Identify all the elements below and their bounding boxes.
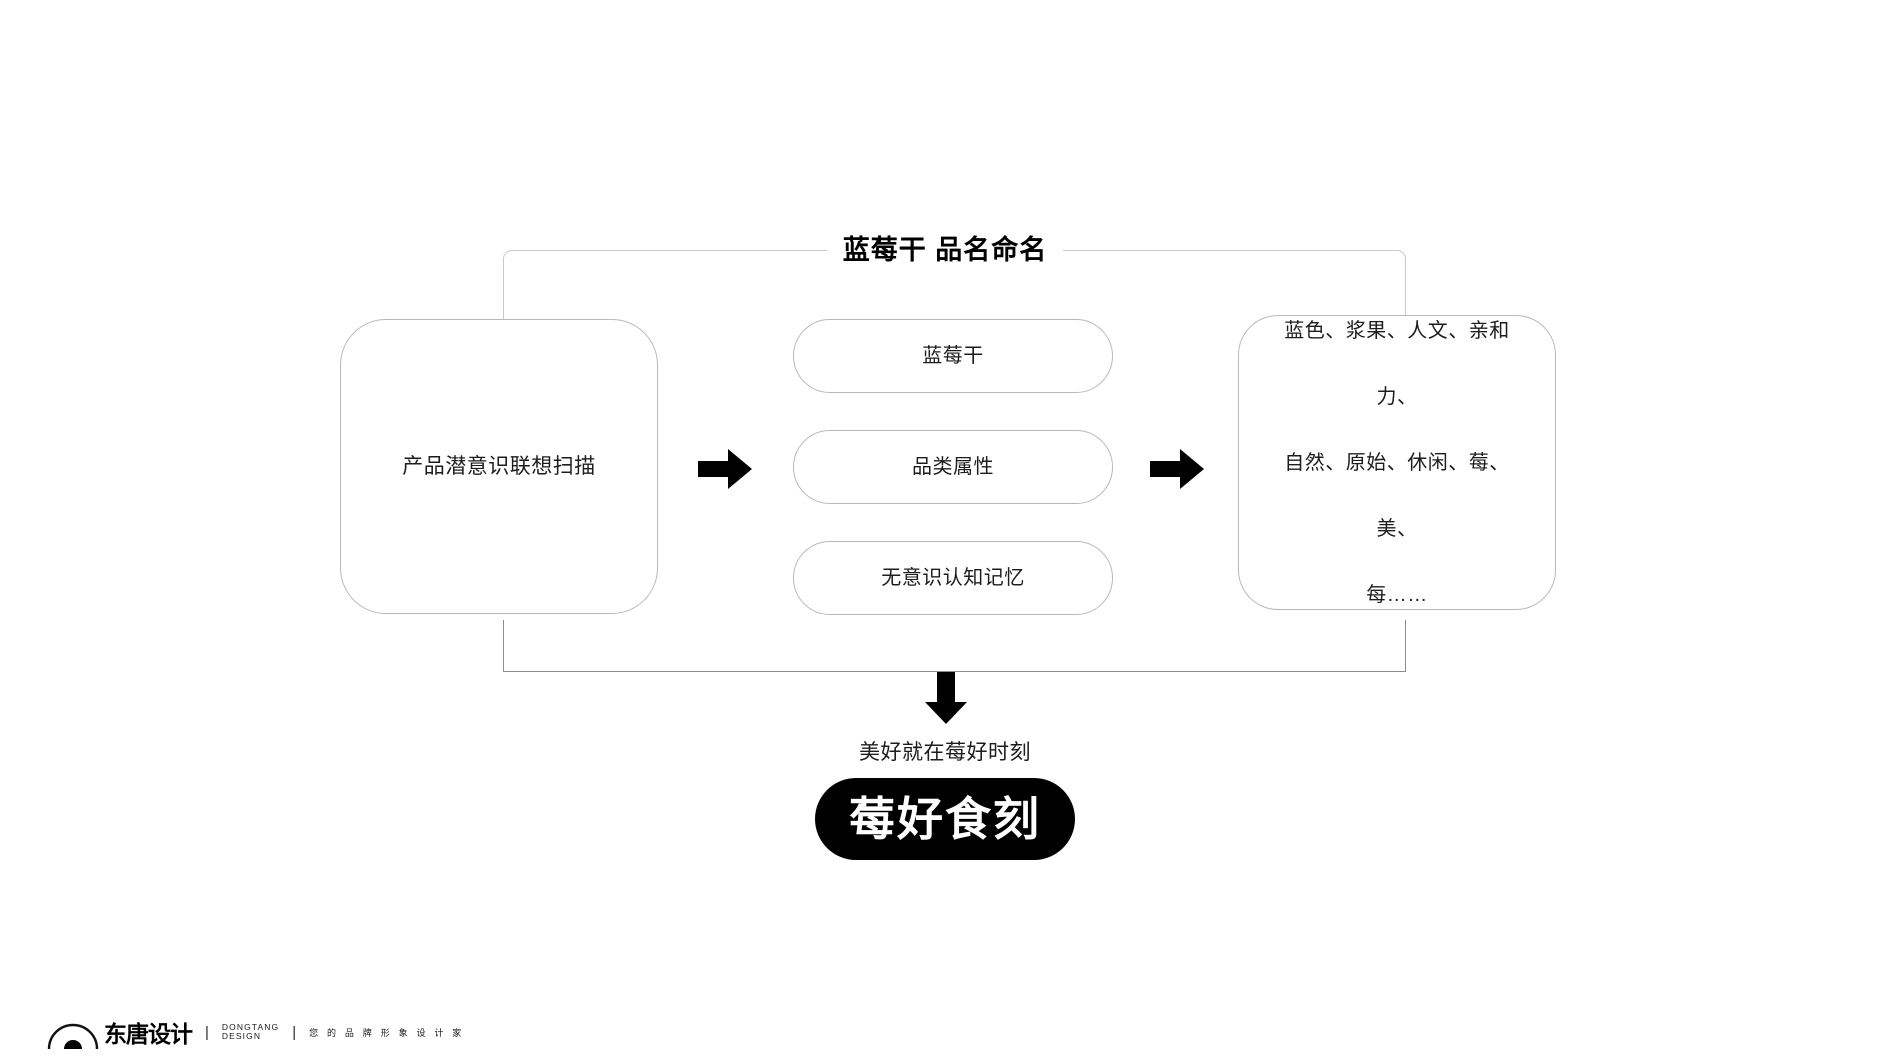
stage-2-pill-category: 品类属性 <box>793 430 1113 504</box>
stage-1-card: 产品潜意识联想扫描 <box>340 319 658 614</box>
dongtang-arc-logo-icon <box>44 1003 102 1061</box>
stage-2-pill-label: 无意识认知记忆 <box>881 567 1025 589</box>
stage-2-pill-product: 蓝莓干 <box>793 319 1113 393</box>
result-tagline: 美好就在莓好时刻 <box>859 741 1031 764</box>
stage-1-label: 产品潜意识联想扫描 <box>402 455 596 478</box>
keyword-line: 蓝色、浆果、人文、亲和力、 <box>1284 319 1510 408</box>
footer-slogan: 您 的 品 牌 形 象 设 计 家 <box>309 1027 465 1038</box>
footer: 东唐设计 | DONGTANG DESIGN | 您 的 品 牌 形 象 设 计… <box>44 1001 465 1063</box>
bottom-bracket-connector <box>503 620 1406 672</box>
footer-divider: | <box>292 1023 297 1041</box>
brand-name-badge: 莓好食刻 <box>815 778 1075 860</box>
footer-brand-en: DONGTANG DESIGN <box>221 1021 280 1041</box>
arrow-down-icon <box>925 672 967 724</box>
stage-3-keywords-card: 蓝色、浆果、人文、亲和力、 自然、原始、休闲、莓、美、 每…… <box>1238 315 1556 610</box>
keyword-line: 每…… <box>1366 583 1428 606</box>
stage-2-pill-label: 品类属性 <box>912 456 994 478</box>
arrow-right-icon <box>698 447 752 491</box>
stage-2-pill-label: 蓝莓干 <box>922 345 984 367</box>
footer-brand-cn: 东唐设计 <box>104 1021 193 1047</box>
stage-2-pill-memory: 无意识认知记忆 <box>793 541 1113 615</box>
keyword-line: 自然、原始、休闲、莓、美、 <box>1284 451 1510 540</box>
brand-name-text: 莓好食刻 <box>849 793 1041 845</box>
footer-divider: | <box>205 1023 209 1041</box>
arrow-right-icon <box>1150 447 1204 491</box>
